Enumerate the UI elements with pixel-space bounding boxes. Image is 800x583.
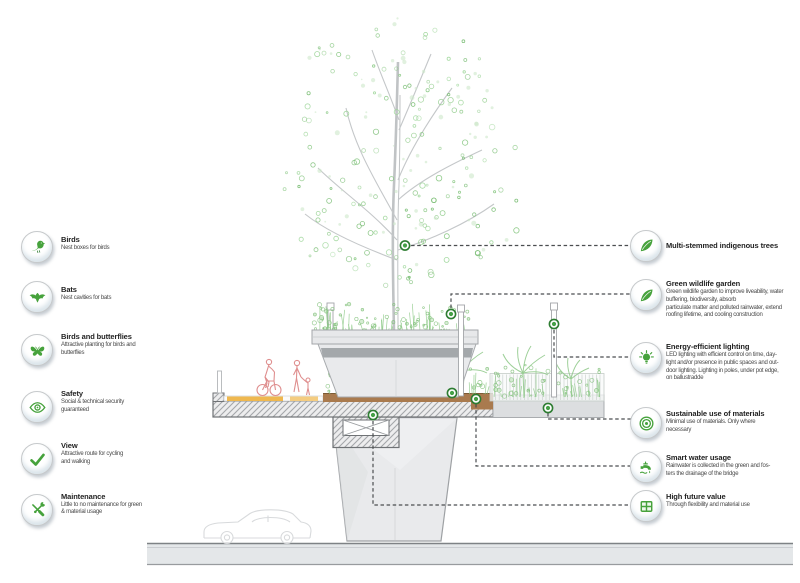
legend-title: Bats	[61, 285, 77, 294]
marker-garden	[445, 308, 457, 320]
legend-desc: LED lighting with efficient control on t…	[666, 352, 779, 382]
marker-future	[367, 409, 379, 421]
deck-edge-curb	[212, 392, 225, 402]
legend-title: Birds	[61, 234, 80, 244]
marker-water	[470, 393, 482, 405]
marker-lighting	[548, 318, 560, 330]
legend-title: Safety	[61, 389, 83, 398]
legend-title: Energy-efficient lighting	[666, 342, 750, 351]
legend-desc: Attractive planting for birds and butter…	[61, 342, 136, 356]
legend-title: Maintenance	[61, 491, 106, 501]
planter-plants	[311, 301, 471, 333]
bridge-deck	[212, 370, 494, 449]
footpath	[290, 396, 318, 401]
soil-pocket	[471, 402, 493, 410]
pedestrian-figures	[293, 359, 311, 396]
marker-soil	[446, 387, 458, 399]
butterfly-icon	[21, 334, 53, 366]
leaf-icon	[630, 279, 662, 311]
ground-strip	[147, 542, 793, 566]
legend-desc: Through flexibility and material use	[666, 502, 750, 508]
callout-line-lighting	[553, 330, 630, 358]
car-sketch	[203, 509, 312, 545]
lightbulb-icon	[630, 342, 662, 374]
balustrade-fence	[489, 373, 605, 402]
cycle-path	[227, 396, 283, 401]
legend-desc: Minimal use of materials. Only where nec…	[666, 419, 756, 433]
legend-title: Green wildlife garden	[666, 279, 741, 288]
tree-foliage	[282, 17, 520, 288]
legend-title: Multi-stemmed indigenous trees	[666, 240, 779, 250]
bat-icon	[21, 281, 53, 313]
legend-title: Sustainable use of materials	[666, 409, 765, 418]
railing-post	[217, 370, 222, 394]
tree	[282, 17, 520, 333]
legend-item-indigenous-trees: Multi-stemmed indigenous trees	[630, 229, 800, 262]
legend-desc: Nest cavities for bats	[61, 295, 112, 301]
bird-icon	[21, 230, 53, 263]
tree-trunk	[304, 49, 495, 333]
leaf-icon	[630, 229, 662, 262]
legend-title: High future value	[666, 492, 726, 501]
light-pole-middle	[457, 304, 465, 397]
target-icon	[630, 407, 662, 439]
legend-desc: Green wildlife garden to improve liveabi…	[666, 289, 784, 319]
planter-pot	[311, 329, 479, 398]
callout-line-materials	[547, 413, 631, 420]
legend-desc: Little to no maintenance for green & mat…	[61, 501, 142, 516]
ledge-plants	[493, 363, 601, 399]
callout-markers	[367, 240, 560, 421]
callout-line-garden	[450, 293, 630, 308]
tools-icon	[21, 493, 53, 526]
callout-line-water	[475, 404, 630, 467]
legend-desc: Nest boxes for birds	[61, 244, 110, 251]
checkmark-icon	[21, 443, 53, 475]
legend-title: Smart water usage	[666, 453, 731, 462]
callout-lines	[372, 244, 631, 506]
marker-tree	[399, 240, 411, 251]
window-icon	[630, 490, 662, 522]
eye-icon	[21, 391, 53, 423]
legend-desc: Rainwater is collected in the green and …	[666, 463, 771, 477]
legend-desc: Attractive route for cycling and walking	[61, 451, 124, 465]
tap-icon	[630, 451, 662, 483]
legend-desc: Social & technical security guaranteed	[61, 399, 124, 413]
cyclist-figure	[256, 358, 282, 397]
marker-materials	[542, 402, 554, 414]
legend-title: Birds and butterflies	[61, 332, 132, 341]
legend-title: View	[61, 441, 78, 450]
